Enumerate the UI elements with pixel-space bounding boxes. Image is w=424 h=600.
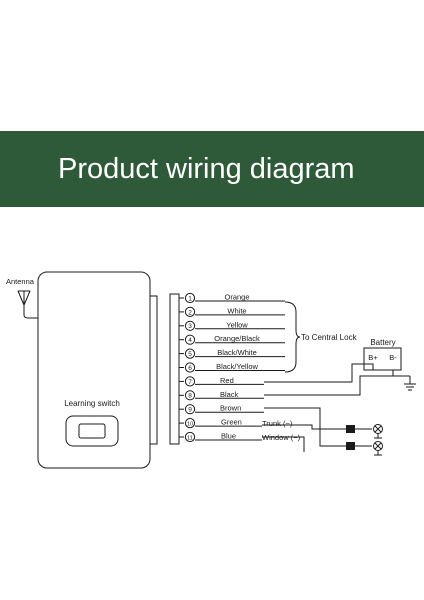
wire-number: 1 (188, 295, 192, 302)
wire-number: 6 (188, 365, 192, 372)
wire-number-circle (184, 292, 196, 304)
wire-color-label: Brown (220, 404, 241, 413)
wire-number-circle (184, 376, 196, 387)
wire-color-label: White (227, 306, 246, 315)
central-lock-brace (284, 301, 301, 373)
wire-color-label: Black/Yellow (216, 362, 258, 371)
unit-side-plate (149, 295, 158, 445)
wire-color-label: Orange (224, 293, 249, 302)
wire-number-circle (184, 404, 196, 415)
wire-color-label: Green (221, 418, 242, 427)
wire-number: 8 (188, 393, 192, 400)
trunk-label: Trunk (−) (262, 419, 293, 428)
wire-number: 5 (188, 351, 192, 358)
wire-number: 11 (187, 435, 193, 441)
wire-number: 4 (188, 337, 192, 344)
alarm-unit-body (37, 271, 151, 469)
wire-color-label: Black/White (217, 348, 257, 357)
learning-switch-button[interactable] (65, 415, 119, 447)
connector-block (169, 293, 180, 445)
wire-number-circle (184, 431, 196, 443)
title-banner: Product wiring diagram (0, 131, 424, 207)
page-title: Product wiring diagram (58, 153, 355, 185)
wire-color-label: Yellow (226, 320, 248, 329)
wire-number-circle (184, 334, 196, 345)
learning-switch-label: Learning switch (64, 399, 120, 408)
wire-color-label: Blue (221, 432, 236, 441)
trunk-output-icon (346, 424, 383, 439)
battery-plus-label: B+ (368, 353, 378, 362)
central-lock-label: To Central Lock (301, 333, 358, 342)
wire-number: 3 (188, 323, 192, 330)
wire-number-circle (184, 362, 196, 373)
window-label: Window (−) (262, 433, 301, 442)
wire-color-label: Black (220, 390, 239, 399)
wire-color-label: Orange/Black (214, 334, 260, 343)
antenna-label: Antenna (6, 277, 35, 286)
wire-number-circle (184, 418, 196, 429)
wire-number: 10 (187, 422, 193, 428)
wire-color-label: Red (220, 376, 234, 385)
battery-minus-label: B- (389, 353, 397, 362)
wire-number-circle (184, 320, 196, 331)
wire-number: 7 (188, 379, 192, 386)
battery-label: Battery (370, 338, 395, 347)
wire-number: 2 (188, 309, 192, 316)
wire-number-circle (184, 348, 196, 359)
battery-box (363, 347, 402, 371)
wire-number-circle (184, 306, 196, 317)
window-output-icon (346, 441, 383, 456)
wire-number-circle (184, 390, 196, 401)
wire-number: 9 (188, 407, 192, 414)
antenna-icon (17, 290, 38, 319)
